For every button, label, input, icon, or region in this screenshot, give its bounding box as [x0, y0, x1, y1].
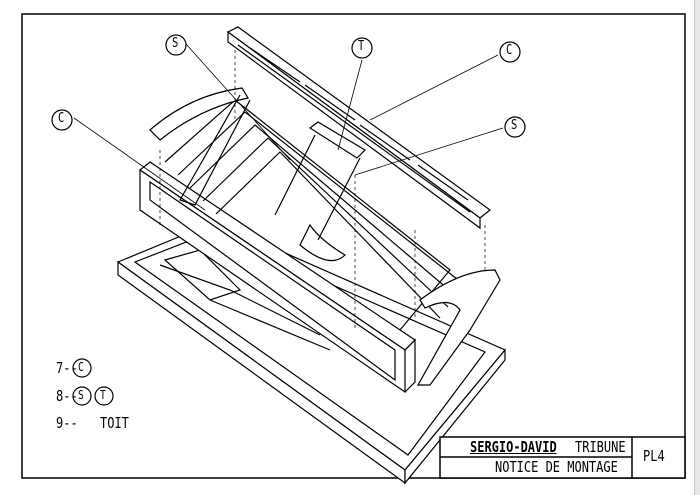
base-frame [116, 221, 506, 485]
title-block-frame [439, 436, 686, 479]
step-7: 7-- [56, 359, 78, 377]
project-name: TRIBUNE [575, 438, 626, 456]
callout-s: S [172, 36, 179, 51]
callout-c: C [506, 43, 513, 58]
callout-c: C [58, 111, 65, 126]
center-support [274, 121, 366, 262]
scrollbar[interactable] [694, 0, 700, 495]
step-8: 8-- [56, 387, 78, 405]
step-9: 9-- [56, 414, 78, 432]
leader-lines [73, 43, 504, 211]
drawing-border [21, 13, 686, 479]
callout-s: S [511, 118, 518, 133]
back-panel [226, 26, 491, 230]
step-8-part-s: S [78, 388, 84, 402]
side-arms [149, 87, 501, 386]
author: SERGIO-DAVID [470, 438, 557, 456]
step-9-text: TOIT [100, 414, 129, 432]
callout-t: T [358, 39, 365, 54]
step-7-part-c: C [78, 360, 84, 374]
step-8-part-t: T [100, 388, 106, 402]
document-title: NOTICE DE MONTAGE [495, 458, 618, 476]
callout-circles [51, 34, 526, 406]
front-panel [138, 161, 416, 394]
sheet-number: PL4 [643, 447, 665, 465]
hidden-lines [159, 50, 486, 330]
